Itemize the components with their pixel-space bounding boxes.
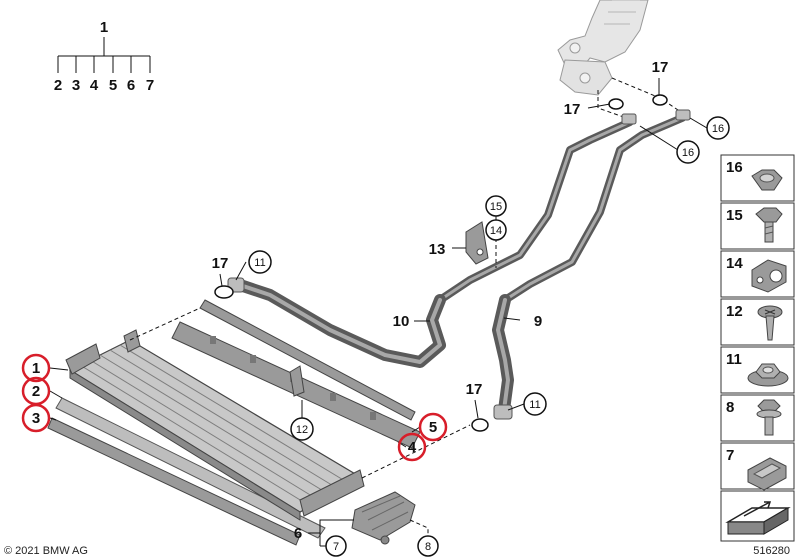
tree-child-3: 3 [72,77,80,94]
callout-6: 6 [294,525,302,542]
diagram-number: 516280 [753,545,790,557]
transmission-oil-cooler [65,307,471,521]
hex-nut-icon [751,169,783,191]
legend-label-8: 8 [726,399,734,416]
callout-10: 10 [393,313,410,330]
callout-5-highlighted: 5 [429,419,437,436]
callout-3-highlighted: 3 [32,410,40,427]
part-hierarchy-tree: 1 2 3 4 5 6 7 [54,19,154,94]
legend-cell-15[interactable]: 15 [720,202,795,250]
legend-label-14: 14 [726,255,743,272]
bracket-6 [351,491,429,545]
legend-cell-gasket[interactable] [720,490,795,542]
callout-7: 7 [333,541,339,553]
bracket-13 [465,221,497,268]
tree-child-7: 7 [146,77,154,94]
collar-screw-icon [756,399,782,436]
screw-icon [757,305,783,341]
legend-label-15: 15 [726,207,743,224]
legend-label-11: 11 [726,351,742,368]
coolant-hose-upper-pair [436,94,691,304]
spring-nut-icon [747,457,787,491]
tree-child-5: 5 [109,77,117,94]
flange-nut-icon [747,363,789,387]
tree-root-label: 1 [100,19,108,36]
legend-cell-8[interactable]: 8 [720,394,795,442]
legend-cell-12[interactable]: 12 [720,298,795,346]
callout-4-highlighted: 4 [408,439,417,456]
legend-cell-16[interactable]: 16 [720,154,795,202]
callout-labels: 17 17 16 16 15 14 13 17 11 10 9 17 11 12… [21,59,730,557]
callout-16-b: 16 [682,147,694,159]
legend-cell-11[interactable]: 11 [720,346,795,394]
tree-child-4: 4 [90,77,99,94]
callout-17-top: 17 [652,59,669,76]
callout-12: 12 [296,424,308,436]
legend-label-12: 12 [726,303,743,320]
callout-13: 13 [429,241,446,258]
cooler-rails [47,299,421,546]
legend-cell-14[interactable]: 14 [720,250,795,298]
callout-17-mid: 17 [564,101,581,118]
callout-15: 15 [490,201,502,213]
gasket-arrow-icon [725,501,791,535]
coolant-hose-9 [471,294,514,432]
hex-bolt-icon [755,207,783,243]
callout-8: 8 [425,541,431,553]
hose-clip-icon [751,259,787,293]
callout-11-right: 11 [529,399,540,411]
legend-cell-7[interactable]: 7 [720,442,795,491]
callout-9: 9 [534,313,542,330]
callout-1-highlighted: 1 [32,360,40,377]
callout-14: 14 [490,225,502,237]
tree-child-6: 6 [127,77,135,94]
legend-label-7: 7 [726,447,734,464]
callout-17-left: 17 [212,255,229,272]
copyright-text: © 2021 BMW AG [4,545,88,557]
callout-2-highlighted: 2 [32,383,40,400]
coolant-hose-10 [214,277,446,368]
legend-label-16: 16 [726,159,743,176]
callout-16-a: 16 [712,123,724,135]
callout-17-right: 17 [466,381,483,398]
callout-11-left: 11 [254,257,265,269]
fastener-legend-sidebar: 16 15 14 [720,154,795,542]
tree-child-2: 2 [54,77,62,94]
